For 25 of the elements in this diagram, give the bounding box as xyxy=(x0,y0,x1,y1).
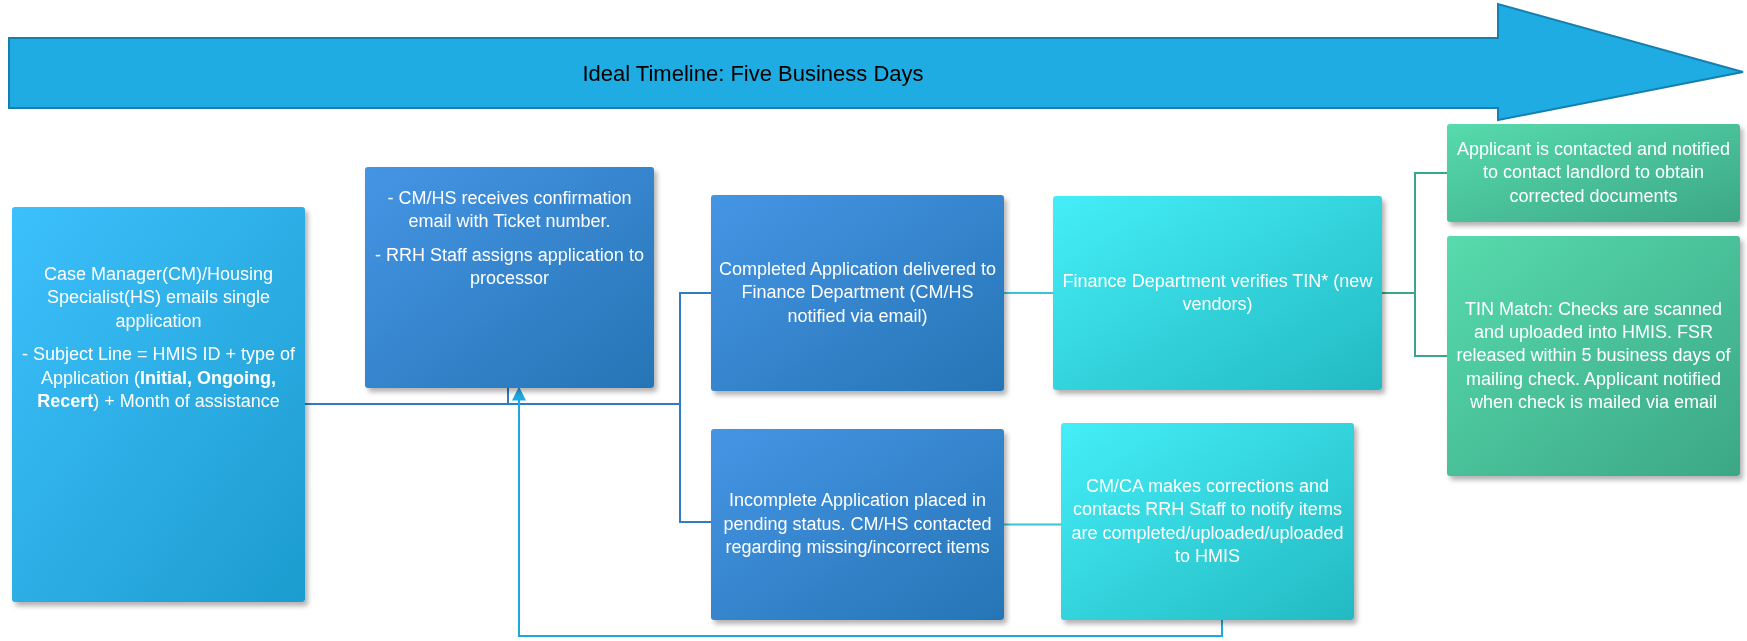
process-box xyxy=(711,429,1004,620)
process-box xyxy=(1447,236,1740,476)
connector-line xyxy=(1381,292,1448,357)
process-box xyxy=(1053,196,1382,390)
process-box xyxy=(365,167,654,388)
arrow xyxy=(512,386,1223,637)
process-box xyxy=(1061,423,1354,620)
connector-line xyxy=(1003,292,1054,294)
process-box xyxy=(711,195,1004,391)
box-text: Incomplete Application placed in pending status. CM/HS contacted regarding missing/incorrect items xyxy=(722,489,993,560)
box-text: Applicant is contacted and notified to contact landlord to obtain corrected documents xyxy=(1455,137,1732,208)
process-box xyxy=(1447,124,1740,222)
box-text: Finance Department verifies TIN* (new vendors) xyxy=(1061,269,1374,316)
timeline-label: Ideal Timeline: Five Business Days xyxy=(582,59,924,88)
box-text: - Subject Line = HMIS ID + type of Application (Initial, Ongoing, Recert) + Month of assistance xyxy=(20,343,297,413)
box-text: Completed Application delivered to Finance Department (CM/HS notified via email) xyxy=(717,257,998,328)
timeline-arrow xyxy=(8,2,1745,122)
box-text: Case Manager(CM)/Housing Specialist(HS) emails single application xyxy=(42,263,275,333)
box-text: - CM/HS receives confirmation email with Ticket number. xyxy=(386,187,633,234)
connector-line xyxy=(507,387,712,523)
connector-line xyxy=(1003,523,1062,526)
box-text: - RRH Staff assigns application to processor xyxy=(374,243,645,291)
process-box xyxy=(12,207,305,602)
box-text: TIN Match: Checks are scanned and uploaded into HMIS. FSR released within 5 business days of mailing check. Applicant notified when check is mailed via email xyxy=(1455,297,1732,415)
box-text: CM/CA makes corrections and contacts RRH Staff to notify items are completed/uploaded/uploaded to HMIS xyxy=(1070,474,1345,568)
